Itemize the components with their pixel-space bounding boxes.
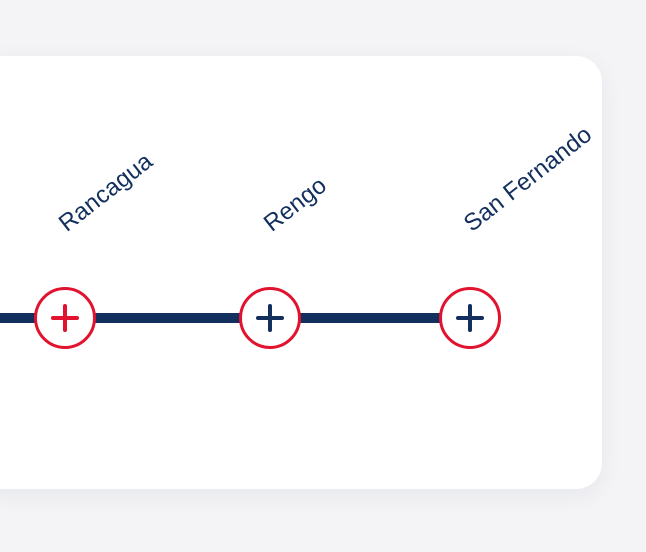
route-card [0,56,602,489]
add-station-button[interactable] [34,287,96,349]
station-label: Rengo [258,171,332,238]
plus-icon [256,304,284,332]
station-label: Rancagua [53,147,158,238]
plus-icon [456,304,484,332]
add-station-button[interactable] [439,287,501,349]
plus-icon [51,304,79,332]
station-label: San Fernando [458,120,598,238]
add-station-button[interactable] [239,287,301,349]
route-line [0,313,470,323]
